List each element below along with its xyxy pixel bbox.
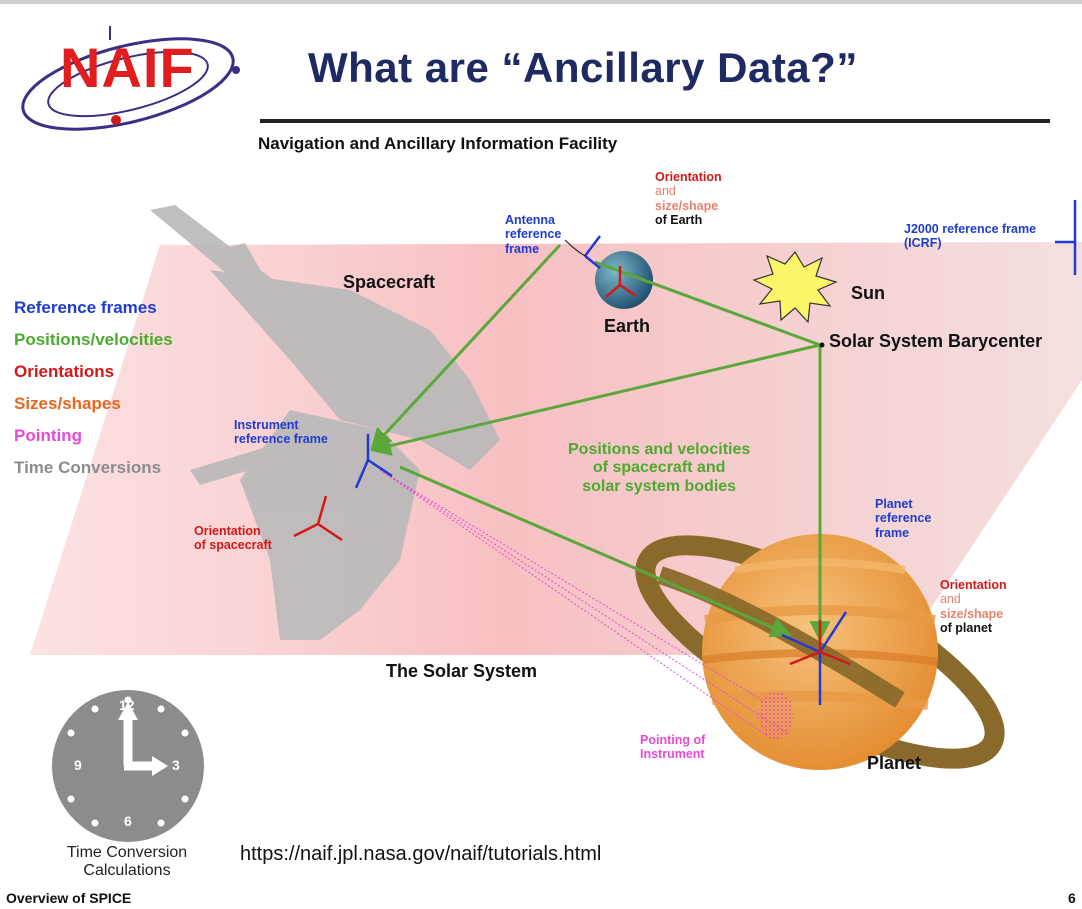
clock-number-3: 3 (172, 757, 180, 773)
pointing-footprint (758, 691, 794, 739)
earth-orient-line-3: size/shape (655, 198, 719, 213)
reference-frame-axes (354, 200, 1077, 705)
planet-orient-line-2: and (940, 592, 961, 607)
footer-text: Overview of SPICE (6, 890, 132, 906)
legend-item: Positions/velocities (14, 330, 173, 349)
antenna-line-2: reference (505, 227, 562, 242)
earth-orient-line-4: of Earth (655, 213, 703, 228)
legend-item: Time Conversions (14, 458, 162, 477)
planet-label: Planet (867, 753, 922, 773)
spacecraft-label: Spacecraft (343, 272, 436, 292)
earth-orientation-label: Orientation and size/shape of Earth (655, 170, 722, 228)
top-border (0, 0, 1082, 4)
antenna-leader (564, 239, 586, 257)
planet-orient-line-1: Orientation (940, 578, 1007, 592)
slide-subtitle: Navigation and Ancillary Information Fac… (258, 134, 618, 153)
sun-shape (752, 250, 838, 324)
clock-number-6: 6 (124, 813, 132, 829)
clock-caption: Time Conversion Calculations (52, 844, 202, 881)
positions-line-2: of spacecraft and (592, 459, 726, 477)
planet-orient-line-4: of planet (940, 621, 993, 636)
j2000-line-2: (ICRF) (904, 236, 942, 251)
antenna-line-3: frame (505, 241, 540, 256)
planet-frame-label: Planet reference frame (875, 497, 931, 540)
instrument-line-2: reference frame (234, 432, 328, 447)
spacecraft-silhouette (150, 205, 500, 640)
clock-caption-line-1: Time Conversion (66, 844, 188, 861)
tutorials-url[interactable]: https://naif.jpl.nasa.gov/naif/tutorials… (240, 843, 602, 865)
earth-orient-line-1: Orientation (655, 170, 722, 184)
solar-system-label: The Solar System (386, 661, 538, 681)
pointing-label: Pointing of Instrument (640, 733, 705, 762)
position-vectors (369, 243, 831, 643)
earth-label: Earth (604, 316, 651, 336)
clock-number-9: 9 (74, 757, 82, 773)
positions-line-1: Positions and velocities (568, 441, 751, 458)
positions-label: Positions and velocities of spacecraft a… (568, 441, 750, 496)
sc-orient-line-2: of spacecraft (194, 538, 272, 553)
barycenter-dot (819, 342, 825, 348)
sun-label: Sun (851, 283, 885, 303)
instrument-frame-label: Instrument reference frame (234, 418, 328, 447)
instrument-line-1: Instrument (234, 418, 299, 432)
planet-orientation-label: Orientation and size/shape of planet (940, 578, 1007, 636)
positions-line-3: solar system bodies (582, 477, 737, 495)
planet-frame-line-1: Planet (875, 497, 913, 511)
sc-orient-line-1: Orientation (194, 524, 261, 538)
antenna-frame-label: Antenna reference frame (505, 213, 561, 256)
legend-item: Orientations (14, 362, 115, 381)
clock-number-12: 12 (119, 697, 135, 713)
pointing-lines (379, 469, 791, 739)
naif-logo-text: NAIF (60, 36, 195, 99)
pointing-line-2: Instrument (640, 747, 705, 762)
j2000-frame-label: J2000 reference frame (ICRF) (904, 222, 1036, 251)
j2000-line-1: J2000 reference frame (904, 222, 1037, 236)
antenna-line-1: Antenna (505, 213, 555, 227)
clock-icon (52, 690, 204, 842)
planet-frame-line-3: frame (875, 525, 910, 540)
planet-frame-line-2: reference (875, 511, 932, 526)
naif-logo (21, 26, 240, 131)
clock-caption-line-2: Calculations (83, 862, 171, 880)
legend-item: Pointing (14, 426, 82, 445)
solar-system-plane (30, 242, 1082, 655)
legend-item: Sizes/shapes (14, 394, 121, 413)
slide-title: What are “Ancillary Data?” (308, 44, 858, 91)
page-number: 6 (1068, 890, 1076, 906)
planet-orient-line-3: size/shape (940, 606, 1004, 621)
spacecraft-orientation-label: Orientation of spacecraft (194, 524, 272, 553)
earth-orient-line-2: and (655, 184, 676, 199)
legend-item: Reference frames (14, 298, 157, 317)
orientation-axes (293, 266, 851, 666)
barycenter-label: Solar System Barycenter (829, 331, 1043, 351)
pointing-line-1: Pointing of (640, 733, 706, 747)
